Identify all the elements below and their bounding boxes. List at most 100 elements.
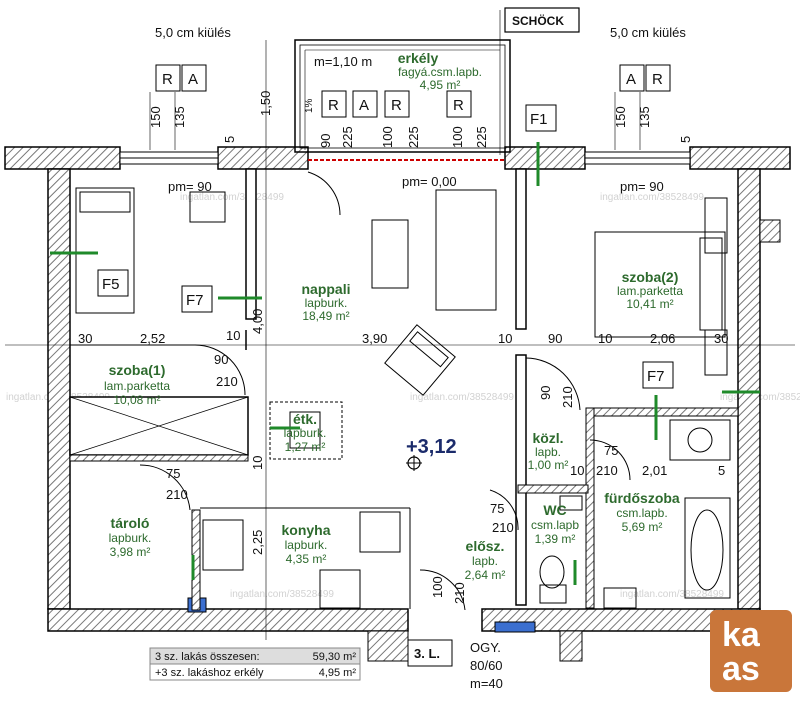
svg-text:csm.lapb.: csm.lapb. bbox=[616, 506, 667, 520]
furniture bbox=[75, 171, 731, 611]
balcony-height: m=1,10 m bbox=[314, 54, 372, 69]
top-left-note: 5,0 cm kiülés bbox=[155, 25, 231, 40]
svg-text:lam.parketta: lam.parketta bbox=[617, 284, 683, 298]
top-dimensions: 150 135 5 1,50 90 225 100 225 100 225 15… bbox=[148, 91, 693, 148]
svg-text:75: 75 bbox=[166, 466, 180, 481]
room-etk-name: étk. bbox=[293, 411, 317, 427]
svg-text:1,50: 1,50 bbox=[258, 91, 273, 116]
svg-text:lapburk.: lapburk. bbox=[305, 296, 348, 310]
svg-text:10: 10 bbox=[570, 463, 584, 478]
watermark: ingatlan.com/38528499 bbox=[600, 192, 704, 203]
watermark: ingatlan.com/38528499 bbox=[410, 392, 514, 403]
svg-text:1,39 m²: 1,39 m² bbox=[535, 532, 576, 546]
svg-text:10,41 m²: 10,41 m² bbox=[626, 297, 673, 311]
svg-text:5,69 m²: 5,69 m² bbox=[622, 520, 663, 534]
pm-left: pm= 90 bbox=[168, 179, 212, 194]
svg-text:30: 30 bbox=[78, 331, 92, 346]
ogy-height: m=40 bbox=[470, 676, 503, 691]
svg-text:5: 5 bbox=[678, 136, 693, 143]
tag-r: R bbox=[328, 97, 339, 114]
ogy-size: 80/60 bbox=[470, 658, 503, 673]
svg-text:225: 225 bbox=[474, 126, 489, 148]
svg-text:90: 90 bbox=[214, 352, 228, 367]
svg-text:lapb.: lapb. bbox=[535, 445, 561, 459]
svg-text:100: 100 bbox=[430, 576, 445, 598]
svg-text:2,06: 2,06 bbox=[650, 331, 675, 346]
svg-text:90: 90 bbox=[548, 331, 562, 346]
room-kozl-name: közl. bbox=[532, 430, 563, 446]
watermark: ingatlan.com/38528499 bbox=[180, 192, 284, 203]
svg-text:100: 100 bbox=[380, 126, 395, 148]
room-eloszt-name: elősz. bbox=[466, 538, 505, 554]
svg-text:fagyá.csm.lapb.: fagyá.csm.lapb. bbox=[398, 65, 482, 79]
room-konyha-name: konyha bbox=[281, 522, 330, 538]
pm-mid: pm= 0,00 bbox=[402, 174, 457, 189]
svg-text:3,90: 3,90 bbox=[362, 331, 387, 346]
ogy-label: OGY. bbox=[470, 640, 501, 655]
svg-text:csm.lapb: csm.lapb bbox=[531, 518, 579, 532]
green-markers bbox=[50, 142, 760, 585]
tag-f1: F1 bbox=[530, 111, 548, 128]
logo-line2: as bbox=[722, 650, 760, 688]
svg-text:210: 210 bbox=[560, 386, 575, 408]
tag-r: R bbox=[162, 71, 173, 88]
svg-text:210: 210 bbox=[166, 487, 188, 502]
svg-text:3,98 m²: 3,98 m² bbox=[110, 545, 151, 559]
legend-balcony-value: 4,95 m² bbox=[319, 667, 357, 679]
svg-text:75: 75 bbox=[604, 443, 618, 458]
svg-text:75: 75 bbox=[490, 501, 504, 516]
svg-text:210: 210 bbox=[216, 374, 238, 389]
svg-text:2,52: 2,52 bbox=[140, 331, 165, 346]
svg-text:100: 100 bbox=[450, 126, 465, 148]
tag-boxes: R A R A R R A R F1 F5 F7 F7 bbox=[97, 64, 674, 389]
watermark: ingatlan.com/38528499 bbox=[620, 589, 724, 600]
stair-box bbox=[407, 639, 453, 667]
room-szoba1-name: szoba(1) bbox=[109, 362, 166, 378]
tag-f5: F5 bbox=[102, 276, 120, 293]
svg-text:lapb.: lapb. bbox=[472, 554, 498, 568]
svg-text:4,95 m²: 4,95 m² bbox=[420, 78, 461, 92]
svg-text:lam.parketta: lam.parketta bbox=[104, 379, 170, 393]
room-tarolo-name: tároló bbox=[111, 515, 150, 531]
svg-text:10: 10 bbox=[226, 328, 240, 343]
svg-text:225: 225 bbox=[406, 126, 421, 148]
tag-r: R bbox=[391, 97, 402, 114]
legend-balcony-label: +3 sz. lakáshoz erkély bbox=[155, 667, 264, 679]
svg-text:10: 10 bbox=[498, 331, 512, 346]
svg-text:210: 210 bbox=[492, 520, 514, 535]
room-erkely-name: erkély bbox=[398, 50, 439, 66]
svg-text:2,25: 2,25 bbox=[250, 530, 265, 555]
slope-label: 1% bbox=[304, 98, 315, 113]
svg-text:2,01: 2,01 bbox=[642, 463, 667, 478]
room-nappali-name: nappali bbox=[301, 281, 350, 297]
tag-f7: F7 bbox=[647, 368, 665, 385]
legend-total-value: 59,30 m² bbox=[313, 651, 357, 663]
svg-text:5: 5 bbox=[222, 136, 237, 143]
area-legend: 3 sz. lakás összesen: 59,30 m² +3 sz. la… bbox=[149, 647, 361, 681]
top-right-note: 5,0 cm kiülés bbox=[610, 25, 686, 40]
svg-text:150: 150 bbox=[613, 106, 628, 128]
legend-total-label: 3 sz. lakás összesen: bbox=[155, 651, 260, 663]
svg-text:lapburk.: lapburk. bbox=[284, 426, 327, 440]
svg-text:18,49 m²: 18,49 m² bbox=[302, 309, 349, 323]
elevation-label: +3,12 bbox=[406, 436, 457, 458]
svg-text:10,08 m²: 10,08 m² bbox=[113, 393, 160, 407]
svg-text:210: 210 bbox=[452, 582, 467, 604]
tag-r: R bbox=[652, 71, 663, 88]
horizontal-dimensions: 30 2,52 10 3,90 10 90 10 2,06 30 4,00 90… bbox=[78, 309, 728, 604]
svg-text:lapburk.: lapburk. bbox=[285, 538, 328, 552]
watermark: ingatlan.com/38528499 bbox=[230, 589, 334, 600]
tag-f7: F7 bbox=[186, 292, 204, 309]
svg-text:4,35 m²: 4,35 m² bbox=[286, 552, 327, 566]
svg-text:4,00: 4,00 bbox=[250, 309, 265, 334]
kaas-logo: ka as bbox=[710, 610, 792, 692]
room-szoba2-name: szoba(2) bbox=[622, 269, 679, 285]
svg-text:1,00 m²: 1,00 m² bbox=[528, 458, 569, 472]
svg-text:90: 90 bbox=[318, 134, 333, 148]
svg-text:5: 5 bbox=[718, 463, 725, 478]
room-furdo-name: fürdőszoba bbox=[604, 490, 680, 506]
svg-text:135: 135 bbox=[172, 106, 187, 128]
room-wc-name: WC bbox=[543, 502, 566, 518]
svg-text:210: 210 bbox=[596, 463, 618, 478]
